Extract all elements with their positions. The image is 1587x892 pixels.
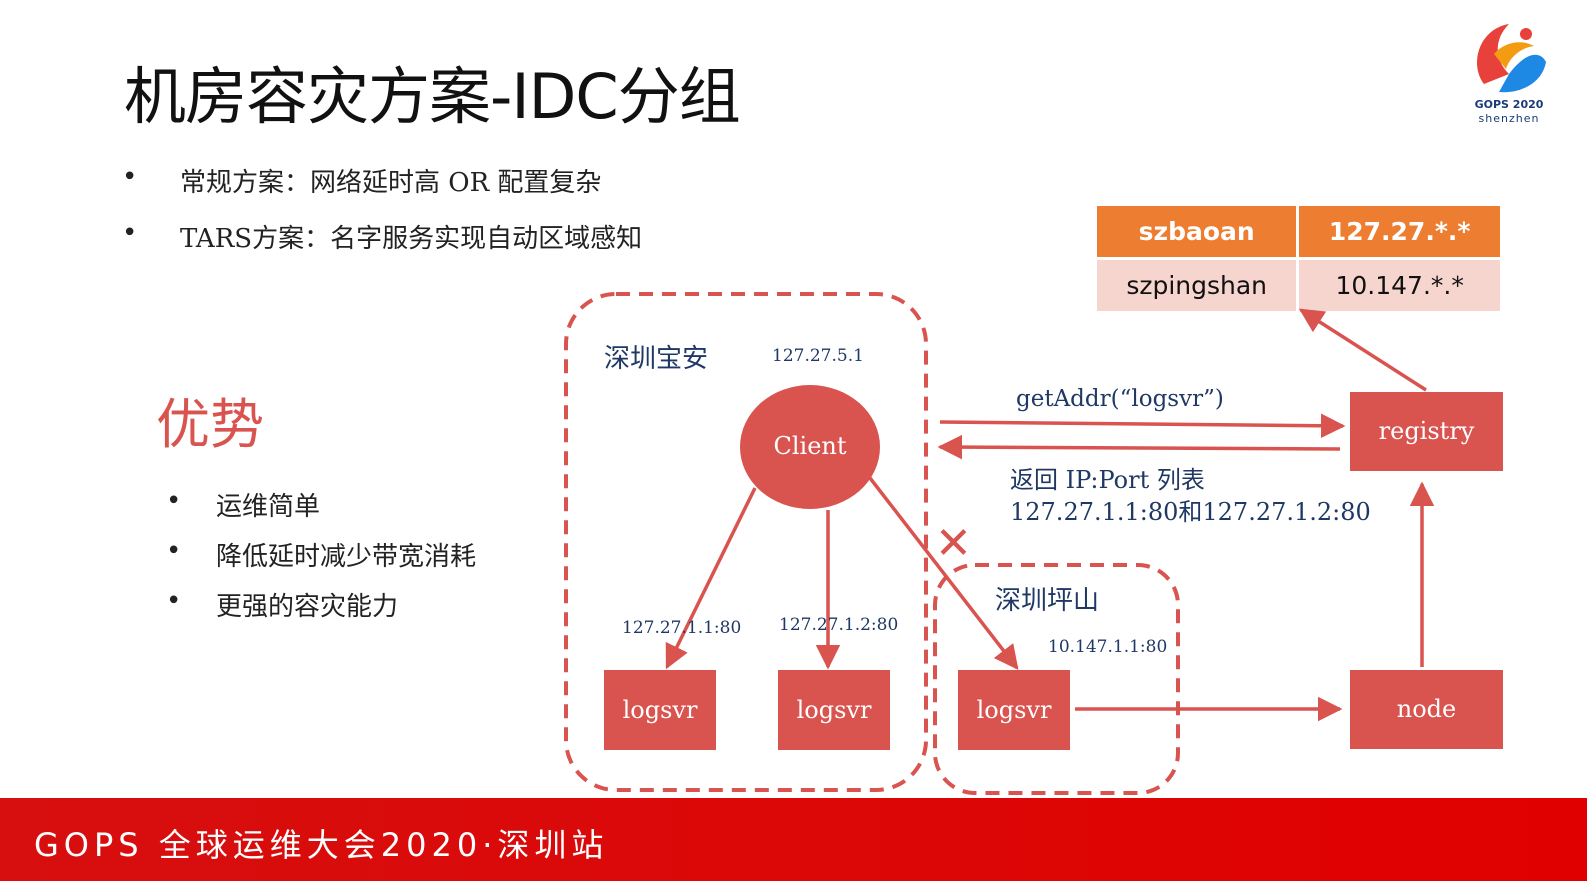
bullet-dot: •	[122, 218, 138, 248]
logsvr-label: logsvr	[796, 696, 872, 724]
advantage-text: 更强的容灾能力	[216, 592, 399, 622]
client-label: Client	[773, 432, 847, 460]
bullet-dot: •	[166, 486, 182, 516]
advantage-text: 运维简单	[216, 492, 321, 522]
advantages-title: 优势	[156, 393, 264, 456]
arrow-client-logsvr3	[868, 476, 1019, 670]
logsvr-box-3: logsvr	[958, 670, 1070, 750]
footer-text: GOPS 全球运维大会2020·深圳站	[34, 826, 609, 864]
arrow-client-logsvr1	[665, 487, 757, 670]
client-ip-label: 127.27.5.1	[772, 346, 864, 366]
bullet-dot: •	[122, 162, 138, 192]
getaddr-label: getAddr(“logsvr”)	[1016, 386, 1224, 412]
logo-city: shenzhen	[1478, 112, 1540, 125]
logsvr1-ip-label: 127.27.1.1:80	[622, 618, 742, 638]
logo-year: GOPS 2020	[1474, 98, 1544, 111]
bullet-dot: •	[166, 536, 182, 566]
node-label: node	[1396, 695, 1457, 723]
page-title: 机房容灾方案-IDC分组	[124, 60, 741, 133]
table-cell-name: szpingshan	[1093, 257, 1300, 314]
table-row: szpingshan 10.147.*.*	[1093, 257, 1503, 314]
table-cell-ip: 10.147.*.*	[1296, 257, 1503, 314]
logsvr-box-2: logsvr	[778, 670, 890, 750]
table-row: szbaoan 127.27.*.*	[1093, 203, 1503, 260]
bullet-text: 常规方案：网络延时高 OR 配置复杂	[180, 168, 602, 198]
table-cell-name: szbaoan	[1093, 203, 1300, 260]
return-label-line1: 返回 IP:Port 列表	[1010, 466, 1205, 494]
zone-baoan-boundary	[564, 292, 928, 792]
registry-label: registry	[1378, 417, 1475, 445]
zone-baoan-label: 深圳宝安	[604, 344, 709, 374]
logsvr-box-1: logsvr	[604, 670, 716, 750]
gops-logo-icon	[1477, 24, 1546, 93]
table-cell-ip: 127.27.*.*	[1296, 203, 1503, 260]
arrow-registry-table	[1298, 308, 1427, 392]
bullet-text: TARS方案：名字服务实现自动区域感知	[180, 224, 643, 254]
arrow-return-list	[937, 434, 1341, 460]
zone-pingshan-label: 深圳坪山	[995, 586, 1100, 616]
logsvr3-ip-label: 10.147.1.1:80	[1048, 637, 1168, 657]
advantage-text: 降低延时减少带宽消耗	[216, 542, 477, 572]
logsvr-label: logsvr	[976, 696, 1052, 724]
logsvr2-ip-label: 127.27.1.2:80	[779, 615, 899, 635]
return-label-line2: 127.27.1.1:80和127.27.1.2:80	[1010, 498, 1371, 526]
blocked-cross-icon: ✕	[935, 518, 972, 569]
footer-bar	[0, 798, 1587, 881]
arrow-getaddr	[939, 413, 1346, 439]
node-box: node	[1350, 670, 1503, 749]
registry-box: registry	[1350, 392, 1503, 471]
logsvr-label: logsvr	[622, 696, 698, 724]
region-table: szbaoan 127.27.*.* szpingshan 10.147.*.*	[1093, 203, 1503, 314]
zone-pingshan-boundary	[933, 563, 1180, 795]
client-node	[740, 385, 880, 509]
bullet-dot: •	[166, 586, 182, 616]
